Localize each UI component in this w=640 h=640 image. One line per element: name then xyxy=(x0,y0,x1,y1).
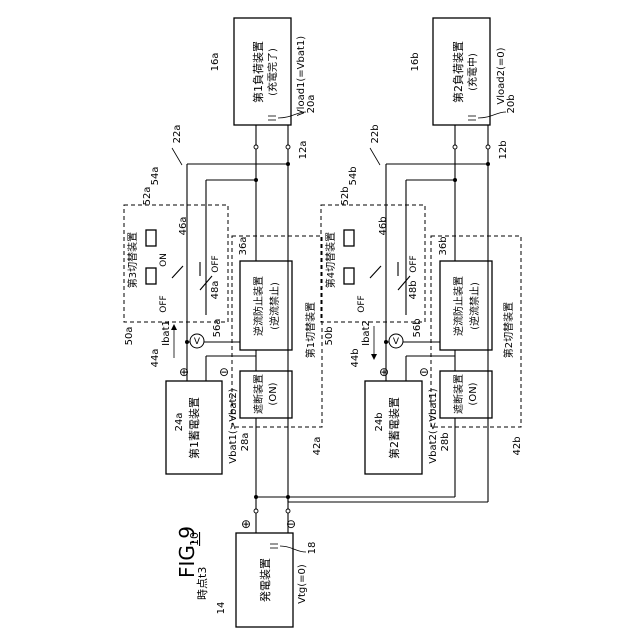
load-1-cap-ref: 20a xyxy=(306,95,317,114)
switch-2-label: 第2切替装置 xyxy=(502,302,515,358)
time-label: 時点t3 xyxy=(196,567,209,600)
gen-plus: ⊕ xyxy=(241,517,251,531)
switch-1-label: 第1切替装置 xyxy=(304,302,317,358)
bf-2-ref: 36b xyxy=(438,236,449,255)
cut-1-state: (ON) xyxy=(268,382,279,405)
bf-1-state: (逆流禁止) xyxy=(268,282,281,330)
switch-4-ref-d: 46b xyxy=(378,216,389,235)
battery-1-name: 第1蓄電装置 xyxy=(187,397,201,459)
load-1-ref: 16a xyxy=(210,53,221,72)
generator: 発電装置 14 Vtg(=0) 18 xyxy=(216,533,318,627)
switch-4-ref-a: 50b xyxy=(324,326,335,345)
line-12a: 12a xyxy=(298,141,309,160)
cut-1-name: 遮断装置 xyxy=(252,374,265,414)
battery-1: 第1蓄電装置 24a Vbat1(>Vbat2) xyxy=(166,381,239,474)
switch-3-off2: OFF xyxy=(211,255,221,272)
load-1-name: 第1負荷装置 xyxy=(251,41,265,103)
switch-1-ref: 42a xyxy=(312,437,323,456)
bf-2-state: (逆流禁止) xyxy=(468,282,481,330)
bf-2-name: 逆流防止装置 xyxy=(452,276,465,336)
battery-1-ref: 24a xyxy=(174,413,185,432)
voltage-sensor-b-label: V xyxy=(393,337,400,347)
cut-2-state: (ON) xyxy=(468,382,479,405)
battery-2-name: 第2蓄電装置 xyxy=(387,397,401,459)
cut-2-ref: 28b xyxy=(440,432,451,451)
line-22a: 22a xyxy=(172,125,183,144)
switch-4-ref-e: 48b xyxy=(408,280,419,299)
ibat2-label: Ibat2 xyxy=(361,320,372,346)
switch-2-ref: 42b xyxy=(512,436,523,455)
switch-3-on: ON xyxy=(159,253,169,267)
bat2-plus: ⊕ xyxy=(379,365,389,379)
battery-1-voltage: Vbat1(>Vbat2) xyxy=(228,388,239,463)
cut-1-ref: 28a xyxy=(240,433,251,452)
voltage-sensor-a: V 56a xyxy=(190,319,223,348)
switch-4-ref-c: 54b xyxy=(348,166,359,185)
load-2: 第2負荷装置 (充電中) 16b Vload2(=0) 20b xyxy=(410,18,517,125)
switch-3-ref-c: 54a xyxy=(150,167,161,186)
line-12b: 12b xyxy=(498,140,509,159)
figure-ref: 10 xyxy=(188,532,201,546)
switch-4-off: OFF xyxy=(357,295,367,312)
generator-ref: 14 xyxy=(216,602,227,615)
load-2-ref: 16b xyxy=(410,52,421,71)
voltage-sensor-b: V 56b xyxy=(389,318,423,348)
bat2-minus: ⊖ xyxy=(419,365,429,379)
switch-3-ref-e: 48a xyxy=(210,281,221,300)
battery-2-voltage: Vbat2(<Vbat1) xyxy=(428,388,439,463)
switch-device-2: 第2切替装置 42b 遮断装置 (ON) 28b 逆流防止装置 (逆流禁止) 3… xyxy=(431,236,523,456)
switch-4-off2: OFF xyxy=(409,255,419,272)
load-2-cap-ref: 20b xyxy=(506,94,517,113)
load-2-name: 第2負荷装置 xyxy=(451,41,465,103)
battery-2-ref: 24b xyxy=(374,412,385,431)
generator-voltage: Vtg(=0) xyxy=(297,564,308,604)
switch-4-label: 第4切替装置 xyxy=(324,232,337,288)
switch-3-off: OFF xyxy=(159,295,169,312)
bat1-minus: ⊖ xyxy=(219,365,229,379)
voltage-sensor-a-label: V xyxy=(194,337,201,347)
ibat1-label: Ibat1 xyxy=(161,320,172,346)
voltage-sensor-a-ref: 56a xyxy=(212,319,223,338)
battery-2: 第2蓄電装置 24b Vbat2(<Vbat1) xyxy=(365,381,439,474)
switch-3-label: 第3切替装置 xyxy=(126,232,139,288)
switch-device-1: 第1切替装置 42a 遮断装置 (ON) 28a 逆流防止装置 (逆流禁止) 3… xyxy=(232,236,323,455)
voltage-sensor-b-ref: 56b xyxy=(412,318,423,337)
switch-3-ref-a: 50a xyxy=(124,327,135,346)
bf-1-ref: 36a xyxy=(238,237,249,256)
generator-name: 発電装置 xyxy=(258,558,272,602)
load-1: 第1負荷装置 (充電完了) 16a Vload1(=Vbat1) 20a xyxy=(210,18,317,125)
generator-cap-ref: 18 xyxy=(307,542,318,555)
switch-3-ref-b: 52a xyxy=(142,187,153,206)
ibat1-ref: 44a xyxy=(150,349,161,368)
line-22b: 22b xyxy=(370,124,381,143)
bf-1-name: 逆流防止装置 xyxy=(252,276,265,336)
load-2-status: (充電中) xyxy=(466,53,479,91)
switch-4-ref-b: 52b xyxy=(340,186,351,205)
ibat2-ref: 44b xyxy=(350,348,361,367)
load-1-status: (充電完了) xyxy=(266,48,279,96)
cut-2-name: 遮断装置 xyxy=(452,374,465,414)
switch-4: 第4切替装置 OFF OFF 50b 52b 54b 46b 48b xyxy=(321,166,425,345)
